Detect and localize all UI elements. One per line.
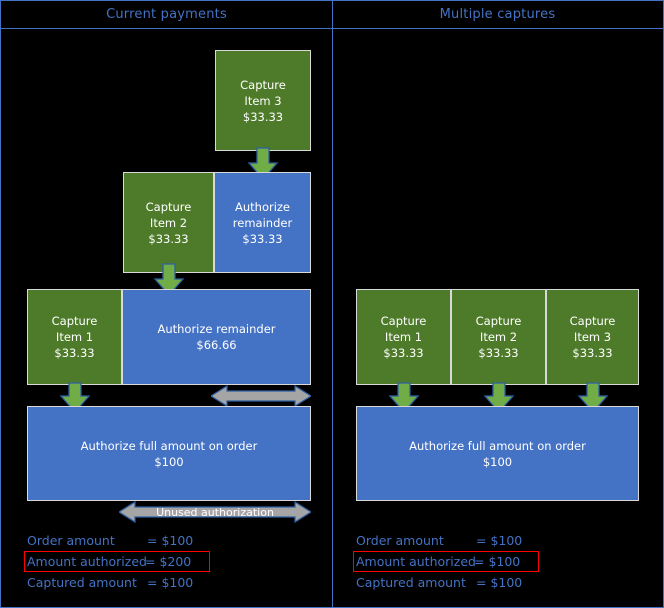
- legend-row-captured-amount: Captured amount = $100: [356, 572, 539, 593]
- box-line-2: $100: [482, 454, 513, 469]
- right-box-capture-item-3: Capture Item 3 $33.33: [546, 289, 639, 385]
- box-line-1: Authorize remainder: [157, 322, 276, 336]
- left-box-capture-item-3: Capture Item 3 $33.33: [215, 50, 311, 151]
- legend-label: Amount authorized: [27, 554, 147, 569]
- legend-label: Order amount: [27, 533, 115, 548]
- box-line-1: Capture: [569, 314, 616, 328]
- arrow-down-right-capture1: [387, 382, 421, 416]
- legend-label: Amount authorized: [356, 554, 476, 569]
- legend-label: Captured amount: [27, 575, 137, 590]
- arrow-double-authorization-link: [211, 383, 311, 409]
- legend-row-order-amount: Order amount = $100: [356, 530, 539, 551]
- arrow-down-capture1-to-authorize: [58, 382, 92, 416]
- arrow-double-unused-authorization: Unused authorization: [119, 499, 311, 525]
- left-box-authorize-remainder-66: Authorize remainder $66.66: [122, 289, 311, 385]
- box-line-3: $33.33: [478, 346, 519, 360]
- box-line-3: $33.33: [242, 231, 283, 246]
- legend-label: Captured amount: [356, 575, 466, 590]
- legend-row-amount-authorized: Amount authorized = $100: [353, 551, 539, 572]
- box-line-2: remainder: [232, 215, 293, 230]
- legend-row-captured-amount: Captured amount = $100: [27, 572, 210, 593]
- left-box-capture-item-2: Capture Item 2 $33.33: [123, 172, 214, 273]
- box-line-3: $33.33: [572, 346, 613, 360]
- box-line-1: Capture: [475, 314, 522, 328]
- box-line-3: $33.33: [54, 346, 95, 360]
- left-box-capture-item-1: Capture Item 1 $33.33: [27, 289, 122, 385]
- panel-title-multiple-captures: Multiple captures: [439, 7, 556, 22]
- legend-value: = $100: [474, 554, 521, 569]
- box-line-1: Authorize full amount on order: [80, 438, 258, 453]
- legend-value: = $100: [147, 533, 194, 548]
- box-line-2: $66.66: [196, 338, 237, 352]
- left-box-authorize-remainder-33: Authorize remainder $33.33: [214, 172, 311, 273]
- box-line-3: $33.33: [242, 109, 284, 124]
- box-line-2: Item 1: [55, 330, 94, 344]
- legend-row-order-amount: Order amount = $100: [27, 530, 210, 551]
- right-legend: Order amount = $100 Amount authorized = …: [353, 530, 539, 593]
- left-box-authorize-full-amount: Authorize full amount on order $100: [27, 406, 311, 501]
- box-line-2: Item 3: [244, 93, 282, 108]
- legend-row-amount-authorized: Amount authorized = $200: [24, 551, 210, 572]
- box-line-1: Capture: [51, 314, 98, 328]
- box-line-2: Item 1: [384, 330, 423, 344]
- box-line-1: Capture: [145, 199, 192, 214]
- box-line-3: $33.33: [383, 346, 424, 360]
- legend-value: = $100: [147, 575, 194, 590]
- box-line-2: Item 2: [479, 330, 518, 344]
- left-legend: Order amount = $100 Amount authorized = …: [24, 530, 210, 593]
- box-line-2: Item 3: [573, 330, 612, 344]
- arrow-down-capture3-to-row2: [246, 147, 280, 181]
- box-line-2: $100: [154, 454, 184, 469]
- right-box-authorize-full-amount: Authorize full amount on order $100: [356, 406, 639, 501]
- box-line-2: Item 2: [149, 215, 188, 230]
- legend-value: = $200: [145, 554, 192, 569]
- right-box-capture-item-2: Capture Item 2 $33.33: [451, 289, 546, 385]
- box-line-1: Capture: [240, 77, 286, 92]
- box-line-1: Authorize: [234, 199, 291, 214]
- arrow-down-capture2-to-row3: [152, 263, 186, 297]
- arrow-down-right-capture3: [576, 382, 610, 416]
- legend-value: = $100: [476, 533, 523, 548]
- box-line-3: $33.33: [148, 231, 189, 246]
- panel-divider: [332, 1, 333, 607]
- panel-title-current-payments: Current payments: [106, 7, 227, 22]
- box-line-1: Authorize full amount on order: [409, 438, 586, 453]
- arrow-down-right-capture2: [482, 382, 516, 416]
- legend-value: = $100: [476, 575, 523, 590]
- box-line-1: Capture: [380, 314, 427, 328]
- legend-label: Order amount: [356, 533, 444, 548]
- right-box-capture-item-1: Capture Item 1 $33.33: [356, 289, 451, 385]
